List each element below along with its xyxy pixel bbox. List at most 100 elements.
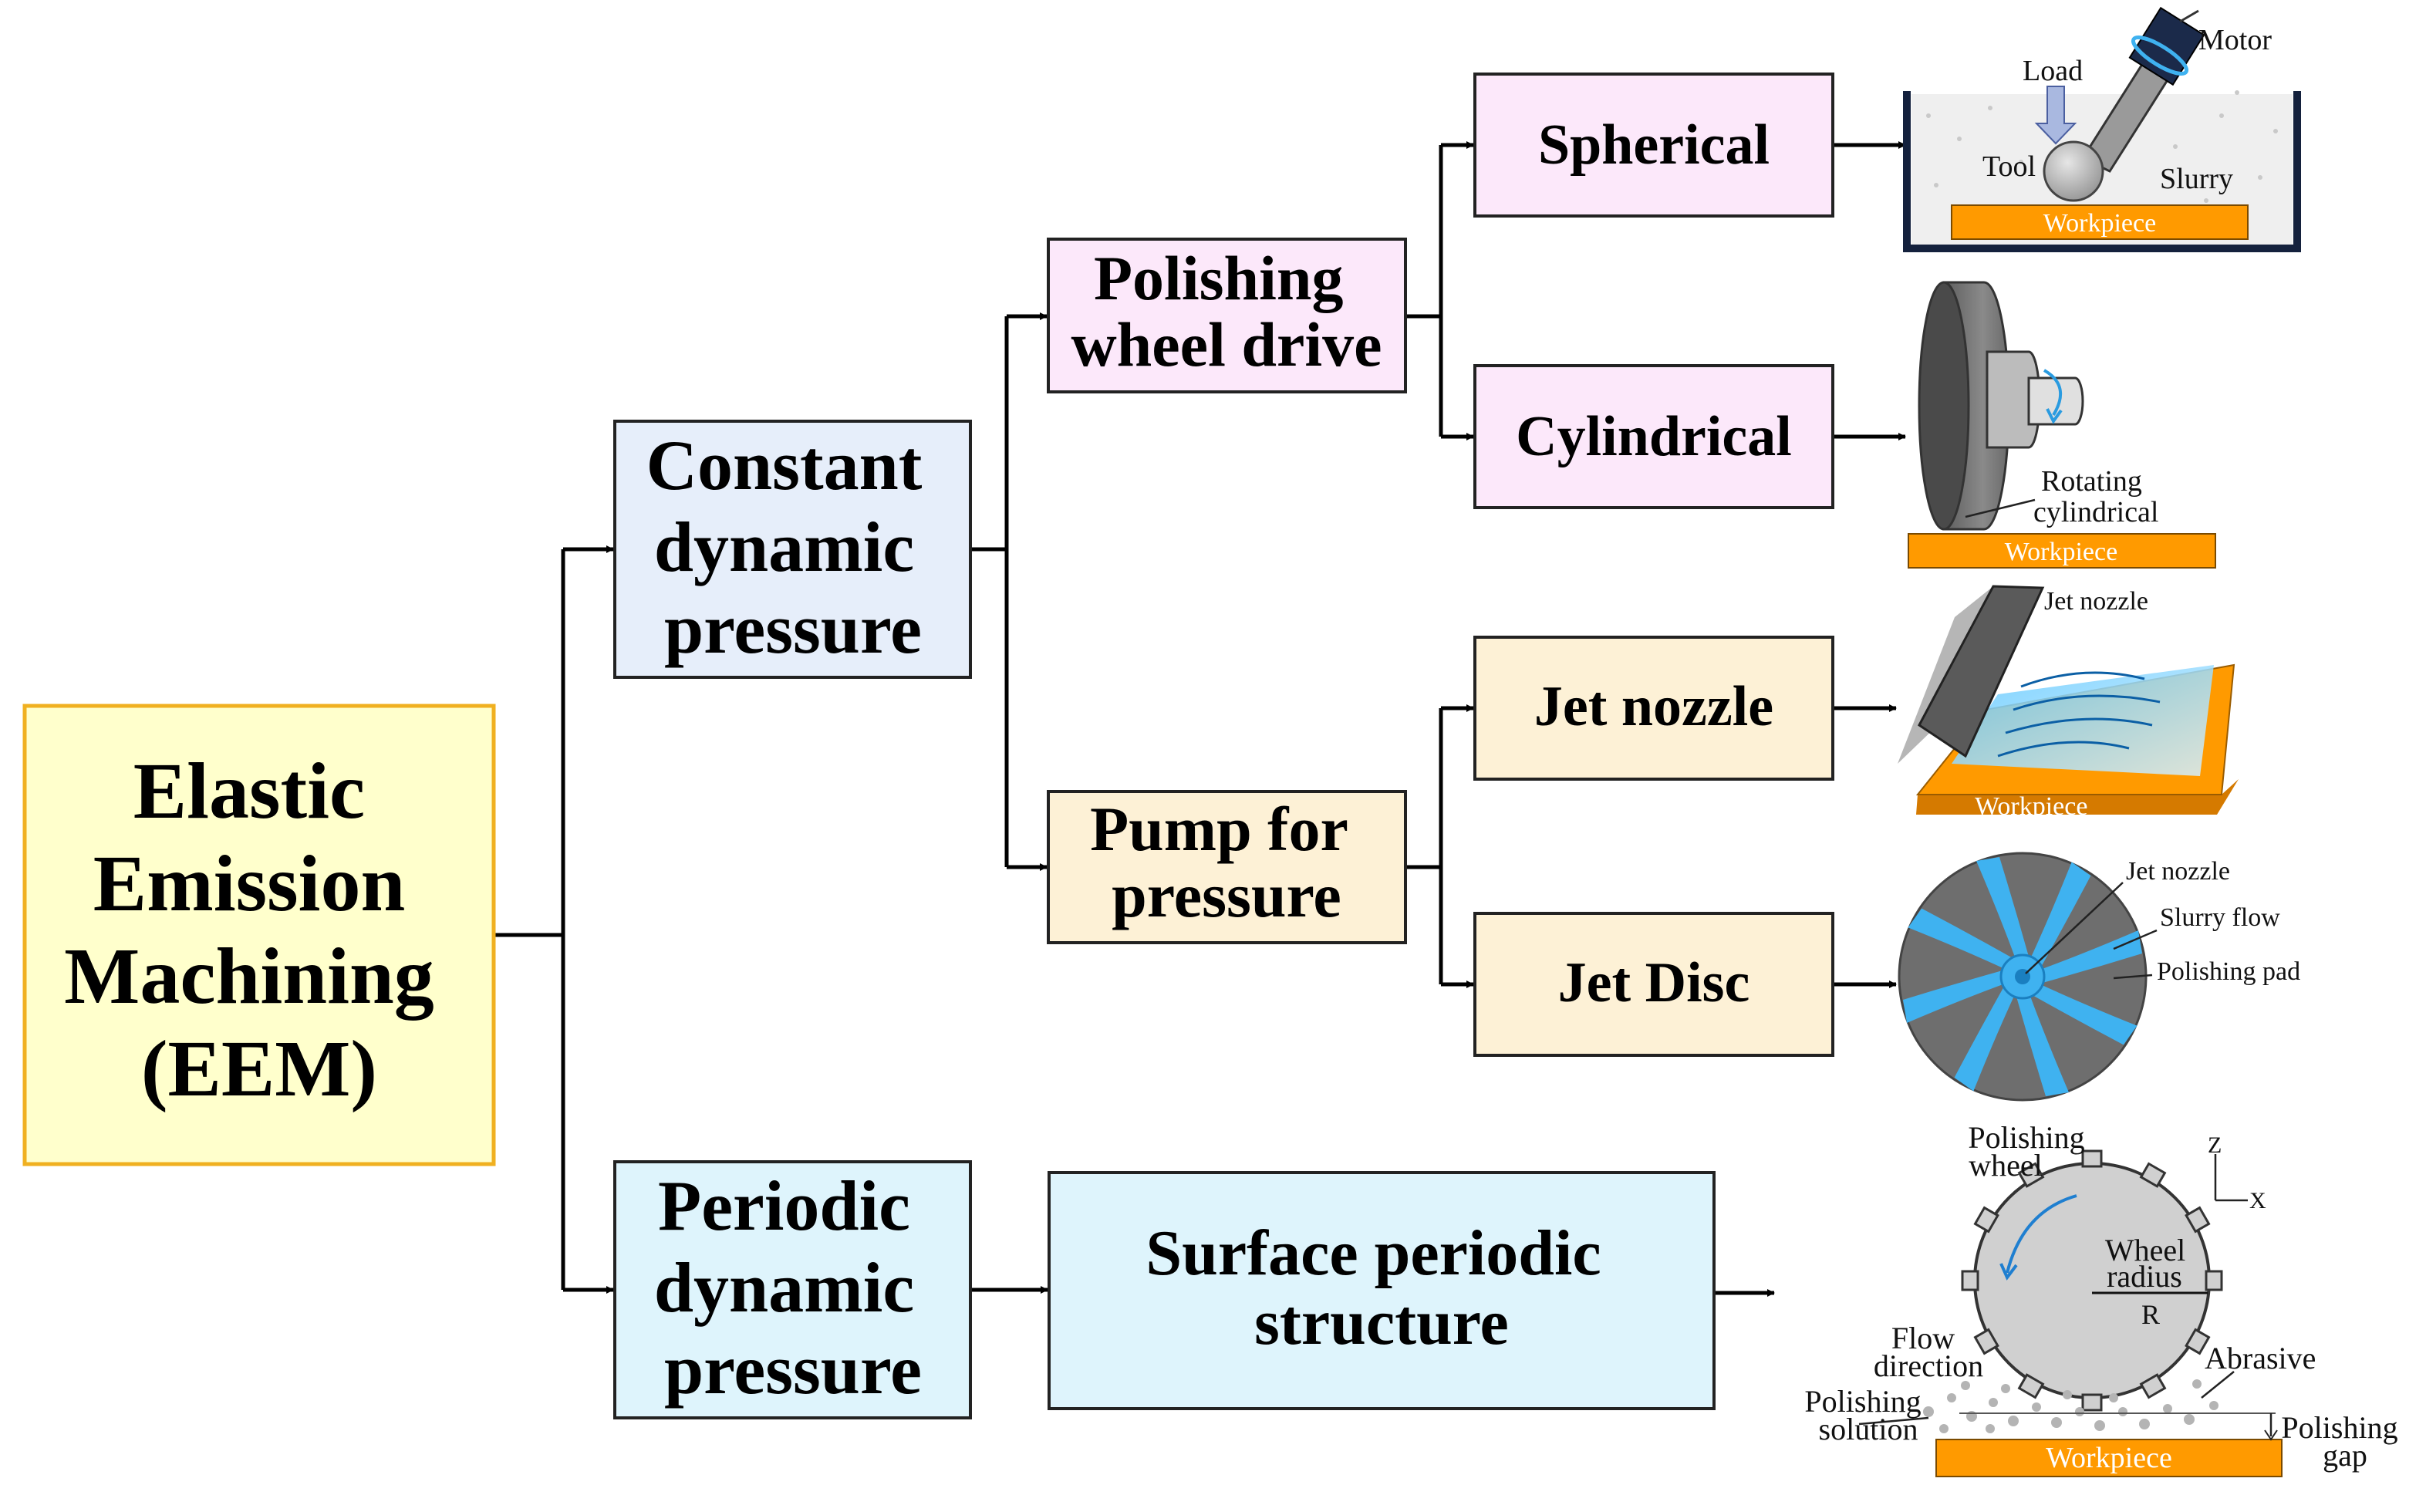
surface-periodic-box bbox=[1048, 1171, 1716, 1410]
svg-text:Pump for pressure: Pump for pressure bbox=[1090, 794, 1363, 930]
wheel-drive-box bbox=[1047, 238, 1407, 393]
jet-flow-lines bbox=[1997, 671, 2161, 758]
root-line-2: Emission bbox=[93, 839, 406, 928]
flow-label-2: direction bbox=[1874, 1348, 1983, 1383]
spherical-illustration: Workpiece Load Motor Tool Slurry bbox=[1903, 6, 2301, 252]
cylindrical-illustration: Workpiece Rotating cylindrical bbox=[1908, 281, 2216, 569]
gap-label-2: gap bbox=[2323, 1438, 2367, 1473]
bath-walls bbox=[1903, 91, 2301, 252]
constant-line-2: dynamic bbox=[654, 508, 914, 586]
svg-text:Polishing solution: Polishing solution bbox=[1804, 1384, 1928, 1446]
cylindrical-node: Cylindrical bbox=[1473, 364, 1834, 509]
surface-line-1: Surface periodic bbox=[1146, 1217, 1601, 1289]
wheel-drive-line-2: wheel drive bbox=[1071, 309, 1382, 380]
motor-rotation-icon bbox=[2131, 35, 2189, 76]
axis-x-label: X bbox=[2249, 1188, 2266, 1213]
svg-text:Periodic dynamic p: Periodic dynamic pressure bbox=[654, 1166, 932, 1409]
cylindrical-label: Cylindrical bbox=[1516, 405, 1792, 468]
pump-for-pressure-node: Pump for pressure bbox=[1047, 790, 1407, 944]
solution-label-1: Polishing bbox=[1804, 1384, 1921, 1419]
periodic-line-1: Periodic bbox=[658, 1166, 910, 1245]
tool-label: Tool bbox=[1982, 150, 2036, 183]
radius-label-2: radius bbox=[2107, 1259, 2182, 1294]
radius-r-label: R bbox=[2141, 1299, 2160, 1330]
rotating-label-2: cylindrical bbox=[2033, 496, 2158, 528]
rotating-label-1: Rotating bbox=[2041, 465, 2142, 498]
jet-nozzle-box bbox=[1473, 636, 1834, 781]
spherical-node: Spherical bbox=[1473, 73, 1834, 218]
cylinder-shaft bbox=[2027, 376, 2084, 426]
svg-text:Flow direction: Flow direction bbox=[1874, 1321, 1983, 1383]
cylindrical-box bbox=[1473, 364, 1834, 509]
spherical-box bbox=[1473, 73, 1834, 218]
jet-nozzle-node: Jet nozzle bbox=[1473, 636, 1834, 781]
constant-dynamic-pressure-node: Constant dynamic pressure bbox=[613, 420, 972, 679]
abrasive-particles bbox=[1923, 1379, 2218, 1433]
root-line-1: Elastic bbox=[133, 747, 365, 835]
slurry-flow-label: Slurry flow bbox=[2160, 903, 2280, 932]
gap-label-1: Polishing bbox=[2281, 1410, 2397, 1445]
svg-text:Surface periodic structu: Surface periodic structure bbox=[1146, 1217, 1617, 1358]
load-arrow-icon bbox=[2034, 86, 2077, 145]
solution-label-2: solution bbox=[1819, 1412, 1918, 1446]
jet-nozzle-label: Jet nozzle bbox=[1534, 675, 1773, 738]
root-line-3: Machining bbox=[64, 932, 434, 1021]
cylindrical-workpiece-label: Workpiece bbox=[2005, 538, 2117, 566]
cylindrical-workpiece bbox=[1908, 533, 2216, 569]
periodic-workpiece bbox=[1935, 1439, 2283, 1477]
slurry-label: Slurry bbox=[2160, 163, 2233, 195]
periodic-illustration: Z X Workpiece Polishing wheel Wheel radi… bbox=[1804, 1120, 2405, 1477]
svg-text:Constant dynamic p: Constant dynamic pressure bbox=[646, 426, 940, 668]
root-box bbox=[22, 704, 496, 1166]
root-node: Elastic Emission Machining (EEM) bbox=[22, 704, 496, 1166]
cylinder-face bbox=[1918, 281, 1970, 531]
surface-periodic-structure-node: Surface periodic structure bbox=[1048, 1171, 1716, 1410]
axis-z-label: Z bbox=[2208, 1132, 2222, 1158]
periodic-box bbox=[613, 1160, 972, 1419]
periodic-line-3: pressure bbox=[664, 1330, 922, 1409]
nozzle-plate bbox=[1918, 585, 2045, 758]
pump-line-1: Pump for bbox=[1090, 794, 1347, 864]
periodic-dynamic-pressure-node: Periodic dynamic pressure bbox=[613, 1160, 972, 1419]
svg-text:Polishing wheel: Polishing wheel bbox=[1968, 1120, 2092, 1183]
jet-disc-box bbox=[1473, 912, 1834, 1057]
svg-text:Polishing wheel drive: Polishing wheel drive bbox=[1071, 243, 1382, 380]
constant-box bbox=[613, 420, 972, 679]
svg-text:Rotating cylindrical: Rotating cylindrical bbox=[2033, 465, 2158, 528]
pump-line-2: pressure bbox=[1112, 860, 1341, 930]
jet-nozzle-illustration: Jet nozzle Workpiece bbox=[1898, 585, 2239, 821]
constant-line-3: pressure bbox=[664, 589, 922, 668]
wheel-drive-line-1: Polishing bbox=[1094, 243, 1344, 313]
surface-line-2: structure bbox=[1254, 1287, 1509, 1358]
plate-edge bbox=[1916, 779, 2239, 815]
periodic-wheel-label-1: Polishing bbox=[1968, 1120, 2084, 1155]
spherical-tool-ball bbox=[2043, 140, 2104, 202]
jet-nozzle-caption: Jet nozzle bbox=[2044, 587, 2148, 616]
abrasive-label: Abrasive bbox=[2205, 1341, 2316, 1375]
disc-nozzle-label: Jet nozzle bbox=[2126, 857, 2230, 886]
jet-disc-illustration: Jet nozzle Slurry flow Polishing pad bbox=[1898, 852, 2300, 1102]
rotation-arrow-icon bbox=[2043, 369, 2062, 417]
svg-text:Polishing gap: Polishing gap bbox=[2281, 1410, 2405, 1473]
jet-disc-label: Jet Disc bbox=[1558, 951, 1750, 1014]
periodic-wheel-label-2: wheel bbox=[1969, 1148, 2043, 1183]
radius-label-1: Wheel bbox=[2105, 1233, 2185, 1267]
jet-flow-sheet bbox=[1952, 665, 2214, 776]
jet-workpiece-label: Workpiece bbox=[1975, 792, 2087, 821]
load-label: Load bbox=[2023, 55, 2083, 87]
polishing-wheel-drive-node: Polishing wheel drive bbox=[1047, 238, 1407, 393]
spherical-workpiece-label: Workpiece bbox=[2043, 209, 2156, 238]
polishing-pad-label: Polishing pad bbox=[2157, 957, 2300, 986]
periodic-workpiece-label: Workpiece bbox=[2046, 1442, 2172, 1474]
periodic-line-2: dynamic bbox=[654, 1248, 914, 1327]
jet-disc-node: Jet Disc bbox=[1473, 912, 1834, 1057]
motor-label: Motor bbox=[2198, 24, 2272, 56]
svg-text:Elastic Emission M: Elastic Emission Machining (EEM) bbox=[64, 747, 454, 1113]
spherical-workpiece bbox=[1951, 204, 2249, 240]
spherical-label: Spherical bbox=[1538, 113, 1770, 177]
pump-box bbox=[1047, 790, 1407, 944]
flow-label-1: Flow bbox=[1891, 1321, 1955, 1355]
root-line-4: (EEM) bbox=[141, 1024, 377, 1113]
periodic-polishing-wheel bbox=[1961, 1149, 2223, 1412]
